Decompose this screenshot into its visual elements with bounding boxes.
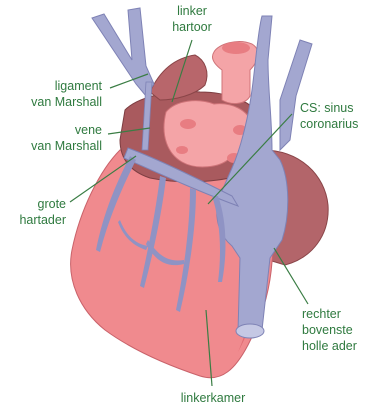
label-great-cardiac-vein: grote hartader xyxy=(2,196,66,228)
label-left-atrium: linker hartoor xyxy=(158,3,226,35)
label-coronary-sinus: CS: sinus coronarius xyxy=(300,100,375,132)
vessel-opening-1 xyxy=(180,119,196,129)
vessel-opening-4 xyxy=(176,146,188,154)
right-vein-branch xyxy=(280,40,312,150)
vena-cava-opening xyxy=(236,324,264,338)
label-ligament-marshall: ligament van Marshall xyxy=(2,78,102,110)
aorta-opening xyxy=(222,42,250,54)
label-vein-marshall: vene van Marshall xyxy=(2,122,102,154)
label-left-ventricle: linkerkamer xyxy=(168,390,258,406)
label-superior-vena-cava: rechter bovenste holle ader xyxy=(302,306,376,354)
